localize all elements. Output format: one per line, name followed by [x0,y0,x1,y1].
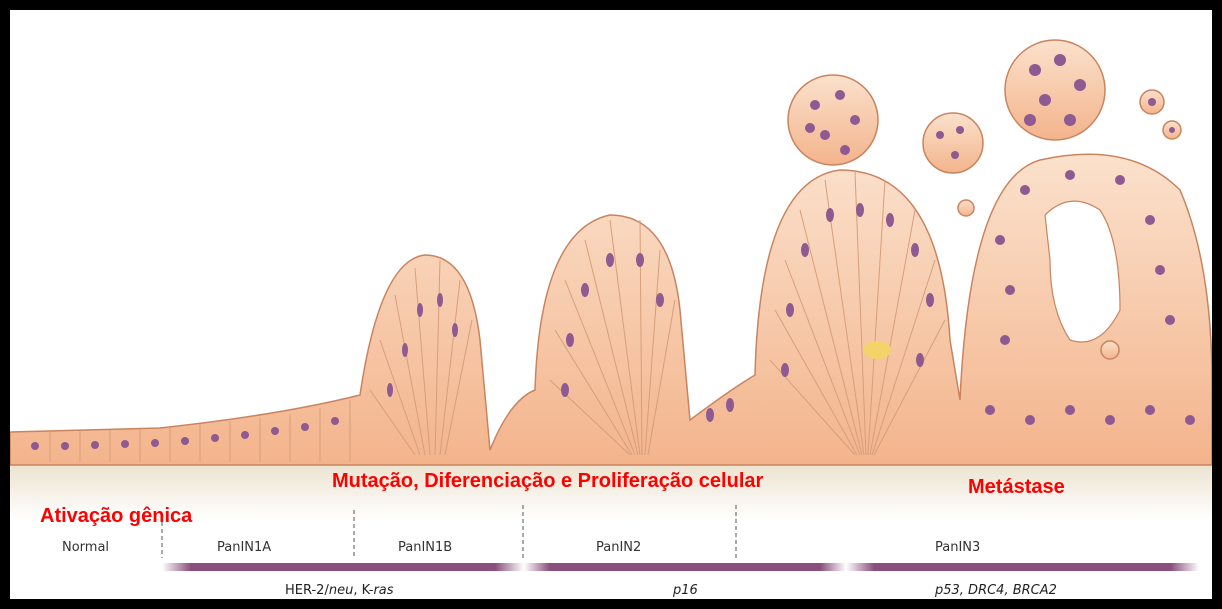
gene-bar-1 [162,563,524,571]
stage-label-normal: Normal [62,540,109,555]
overlay-metastasis: Metástase [968,476,1065,499]
inclusion [863,341,891,359]
stage-label-panin1a: PanIN1A [217,540,271,555]
gene-label-her2-kras: HER-2/neu, K-ras [285,583,394,598]
stage-label-panin1b: PanIN1B [398,540,452,555]
gene-label-p53-drc4-brca2: p53, DRC4, BRCA2 [935,583,1057,598]
stage-label-panin3: PanIN3 [935,540,980,555]
stage-label-panin2: PanIN2 [596,540,641,555]
overlay-mutation: Mutação, Diferenciação e Proliferação ce… [332,470,763,493]
gene-bar-3 [846,563,1199,571]
diagram-frame: Normal PanIN1A PanIN1B PanIN2 PanIN3 HER… [10,10,1212,599]
gene-label-p16: p16 [673,583,698,598]
overlay-activation: Ativação gênica [40,505,192,528]
gene-bar-2 [524,563,846,571]
